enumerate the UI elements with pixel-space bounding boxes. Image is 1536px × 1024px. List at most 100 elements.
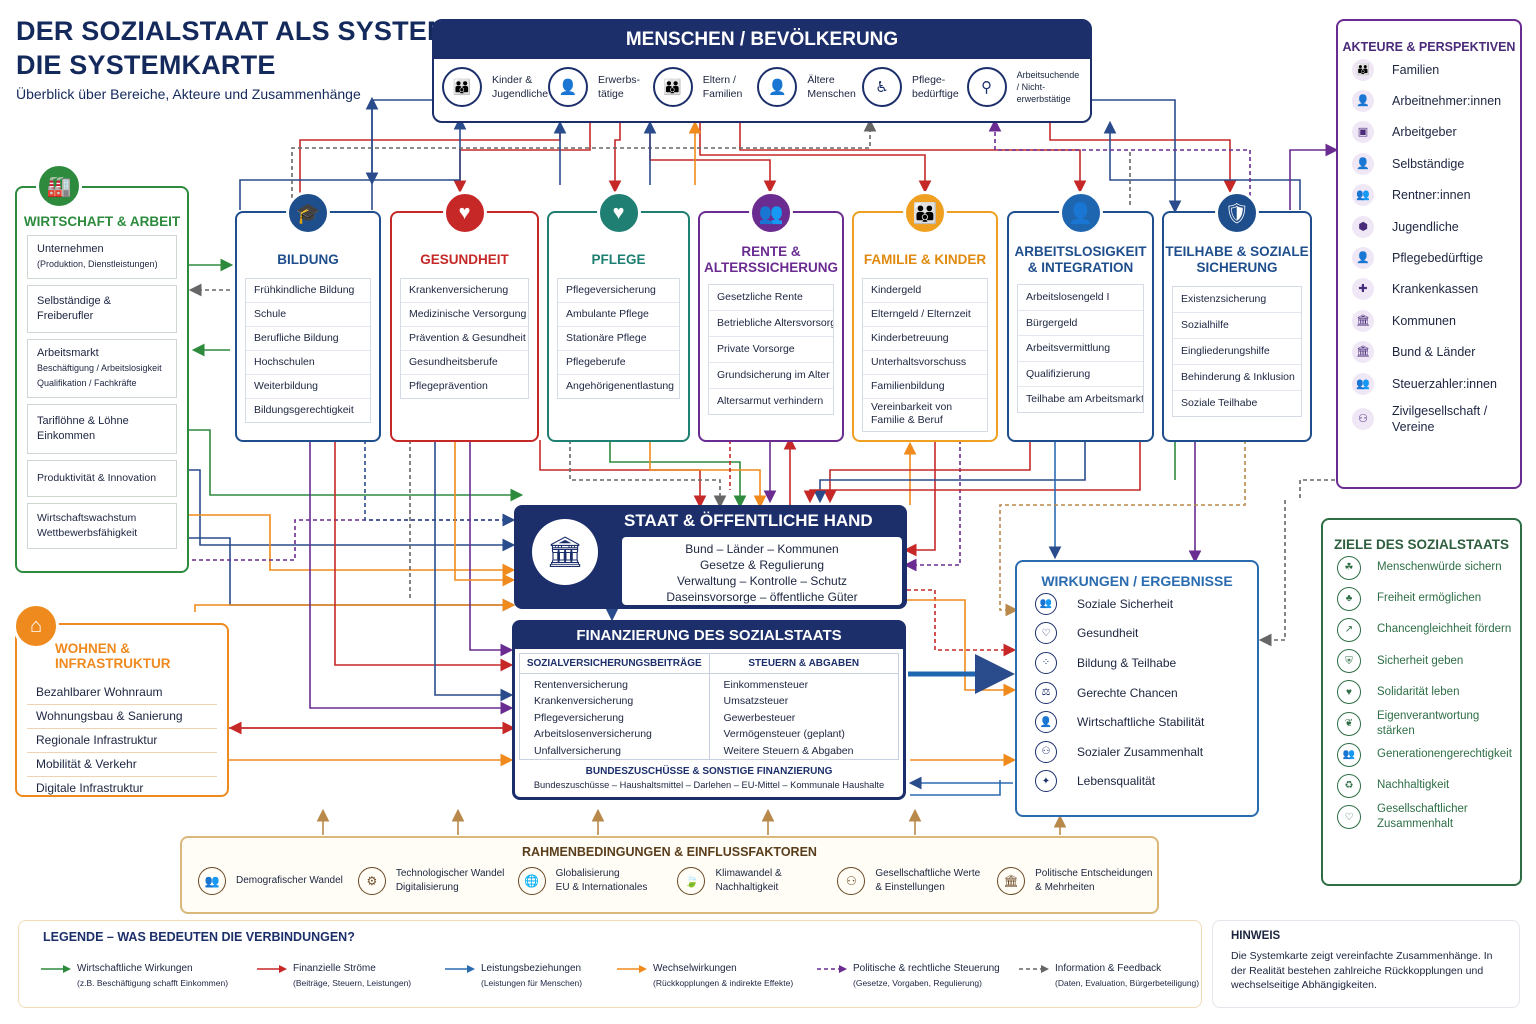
akteur-item[interactable]: ▣Arbeitgeber (1338, 117, 1520, 148)
area-pflege[interactable]: ♥ PFLEGE Pflegeversicherung Ambulante Pf… (547, 191, 690, 442)
menschen-item[interactable]: 👤Erwerbs-tätige (548, 67, 653, 107)
wirkung-item[interactable]: 👤Wirtschaftliche Stabilität (1017, 707, 1257, 737)
legend-label: Politische & rechtliche Steuerung (853, 963, 1000, 974)
wirtschaft-title: WIRTSCHAFT & ARBEIT (23, 214, 181, 229)
legend-item: Wirtschaftliche Wirkungen(z.B. Beschäfti… (41, 962, 228, 991)
community-icon: ⚇ (1352, 408, 1374, 431)
list-item: Arbeitsvermittlung (1018, 336, 1143, 362)
ziel-item[interactable]: ☘Menschenwürde sichern (1323, 552, 1520, 583)
staat-line: Bund – Länder – Kommunen (685, 542, 839, 556)
person-icon: 👤 (1035, 711, 1057, 734)
wirkung-item[interactable]: ⚖Gerechte Chancen (1017, 678, 1257, 708)
family-icon: 👪 (1352, 58, 1374, 81)
area-list: Existenzsicherung Sozialhilfe Einglieder… (1172, 286, 1302, 417)
elderly-icon: 👥 (1352, 184, 1374, 207)
list-item: Teilhabe am Arbeitsmarkt (1026, 393, 1143, 405)
menschen-title: MENSCHEN / BEVÖLKERUNG (434, 21, 1090, 59)
person-icon: 👤 (1352, 152, 1374, 175)
menschen-item[interactable]: 👪Kinder & Jugendliche (442, 67, 548, 107)
menschen-item[interactable]: ♿Pflege-bedürftige (862, 67, 967, 107)
rahmen-item[interactable]: 🍃Klimawandel &Nachhaltigkeit (677, 867, 837, 895)
legend-label: Wechselwirkungen (653, 963, 737, 974)
finanzierung-panel[interactable]: FINANZIERUNG DES SOZIALSTAATS SOZIALVERS… (512, 620, 906, 800)
rahmen-line: Globalisierung (555, 868, 620, 879)
list-item: Stationäre Pflege (558, 327, 679, 351)
ziel-item[interactable]: ♣Freiheit ermöglichen (1323, 583, 1520, 614)
menschen-item[interactable]: ⚲Arbeitsuchende / Nicht-erwerbstätige (966, 67, 1084, 107)
area-familie[interactable]: 👪 FAMILIE & KINDER Kindergeld Elterngeld… (852, 191, 998, 442)
rahmen-line: Technologischer Wandel (395, 868, 505, 879)
legende-title: LEGENDE – WAS BEDEUTEN DIE VERBINDUNGEN? (43, 930, 355, 944)
menschen-item-label: Kinder & Jugendliche (492, 74, 549, 100)
ziel-item[interactable]: ♻Nachhaltigkeit (1323, 770, 1520, 801)
sv-beitraege-column: SOZIALVERSICHERUNGSBEITRÄGE Rentenversic… (520, 654, 709, 759)
wirtschaft-box[interactable]: Selbständige & Freiberufler (27, 285, 177, 333)
akteur-item[interactable]: 👥Rentner:innen (1338, 180, 1520, 211)
akteur-item[interactable]: ✚Krankenkassen (1338, 274, 1520, 305)
akteur-item[interactable]: 👤Arbeitnehmer:innen (1338, 85, 1520, 116)
menschen-item-label: Arbeitsuchende / Nicht-erwerbstätige (1016, 70, 1080, 104)
akteur-item[interactable]: 👪Familien (1338, 54, 1520, 85)
staat-panel[interactable]: 🏛 STAAT & ÖFFENTLICHE HAND Bund – Länder… (514, 505, 907, 609)
area-arbeitslosigkeit[interactable]: 👤 ARBEITSLOSIGKEIT & INTEGRATION Arbeits… (1007, 191, 1154, 442)
list-item: Grundsicherung im Alter (709, 363, 833, 389)
list-item: Mobilität & Verkehr (27, 753, 217, 777)
ziel-item[interactable]: ⛨Sicherheit geben (1323, 646, 1520, 677)
hinweis-text: Die Systemkarte zeigt vereinfachte Zusam… (1231, 950, 1493, 991)
wirkung-item[interactable]: ⁘Bildung & Teilhabe (1017, 648, 1257, 678)
akteur-item[interactable]: 🏛Bund & Länder (1338, 337, 1520, 368)
wirtschaft-box[interactable]: Unternehmen(Produktion, Dienstleistungen… (27, 235, 177, 279)
list-item: Betriebliche Altersvorsorge (709, 311, 833, 337)
wirtschaft-box[interactable]: Tariflöhne & Löhne Einkommen (27, 404, 177, 454)
care-icon: 👤 (1352, 247, 1374, 270)
ziel-item[interactable]: ❦Eigenverantwortung stärken (1323, 708, 1520, 739)
hinweis-panel: HINWEIS Die Systemkarte zeigt vereinfach… (1212, 920, 1520, 1008)
list-item: Prävention & Gesundheit (401, 327, 528, 351)
akteur-item[interactable]: ⬢Jugendliche (1338, 211, 1520, 242)
heart-icon: ♡ (1035, 622, 1057, 645)
ziel-item[interactable]: 👥Generationengerechtigkeit (1323, 739, 1520, 770)
akteur-label: Pflegebedürftige (1392, 251, 1484, 266)
area-gesundheit[interactable]: ♥ GESUNDHEIT Krankenversicherung Medizin… (390, 191, 539, 442)
area-teilhabe[interactable]: 🛡 TEILHABE & SOZIALE SICHERUNG Existenzs… (1162, 191, 1312, 442)
wirtschaft-box[interactable]: Wirtschaftswachstum Wettbewerbsfähigkeit (27, 503, 177, 549)
akteur-item[interactable]: 👤Selbständige (1338, 148, 1520, 179)
list-item: Behinderung & Inklusion (1173, 365, 1301, 391)
wheelchair-icon: ♿ (862, 67, 902, 107)
area-list: Pflegeversicherung Ambulante Pflege Stat… (557, 278, 680, 399)
wirtschaft-box[interactable]: Produktivität & Innovation (27, 460, 177, 497)
area-bildung[interactable]: 🎓 BILDUNG Frühkindliche Bildung Schule B… (235, 191, 381, 442)
ziel-item[interactable]: ♥Solidarität leben (1323, 677, 1520, 708)
area-list: Kindergeld Elterngeld / Elternzeit Kinde… (862, 278, 988, 432)
area-rente[interactable]: 👥 RENTE & ALTERSSICHERUNG Gesetzliche Re… (698, 191, 844, 442)
list-item: Hochschulen (246, 351, 370, 375)
rahmen-line: Klimawandel & (715, 868, 782, 879)
box-main: Selbständige & Freiberufler (37, 295, 111, 322)
akteur-item[interactable]: 🏛Kommunen (1338, 305, 1520, 336)
menschen-item[interactable]: 👪Eltern / Familien (652, 67, 758, 107)
menschen-item[interactable]: 👤Ältere Menschen (757, 67, 862, 107)
rahmen-item[interactable]: ⚇Gesellschaftliche Werte& Einstellungen (837, 867, 997, 895)
wirkung-item[interactable]: ⚇Sozialer Zusammenhalt (1017, 737, 1257, 767)
akteur-item[interactable]: ⚇Zivilgesellschaft / Vereine (1338, 399, 1520, 435)
ziel-item[interactable]: ♡Gesellschaftlicher Zusammenhalt (1323, 802, 1520, 833)
legend-label: Wirtschaftliche Wirkungen (77, 963, 193, 974)
ziel-item[interactable]: ↗Chancengleichheit fördern (1323, 614, 1520, 645)
rahmen-item[interactable]: 🏛Politische Entscheidungen& Mehrheiten (997, 867, 1157, 895)
page-title: DER SOZIALSTAAT ALS SYSTEM – DIE SYSTEMK… (16, 14, 473, 82)
akteur-item[interactable]: 👤 Pflegebedürftige (1338, 242, 1520, 273)
robot-icon: ⚙ (357, 867, 386, 895)
area-title: TEILHABE & SOZIALE SICHERUNG (1165, 244, 1309, 275)
list-item: Regionale Infrastruktur (27, 729, 217, 753)
wirkung-item[interactable]: ✦Lebensqualität (1017, 767, 1257, 797)
wirkung-item[interactable]: ♡Gesundheit (1017, 619, 1257, 649)
rahmen-item[interactable]: 👥Demografischer Wandel (198, 867, 358, 895)
wirkung-item[interactable]: 👥Soziale Sicherheit (1017, 589, 1257, 619)
akteur-item[interactable]: 👥Steuerzahler:innen (1338, 368, 1520, 399)
ziele-title: ZIELE DES SOZIALSTAATS (1333, 537, 1509, 552)
ziele-panel: ZIELE DES SOZIALSTAATS ☘Menschenwürde si… (1321, 518, 1522, 886)
freedom-icon: ♣ (1337, 586, 1361, 611)
